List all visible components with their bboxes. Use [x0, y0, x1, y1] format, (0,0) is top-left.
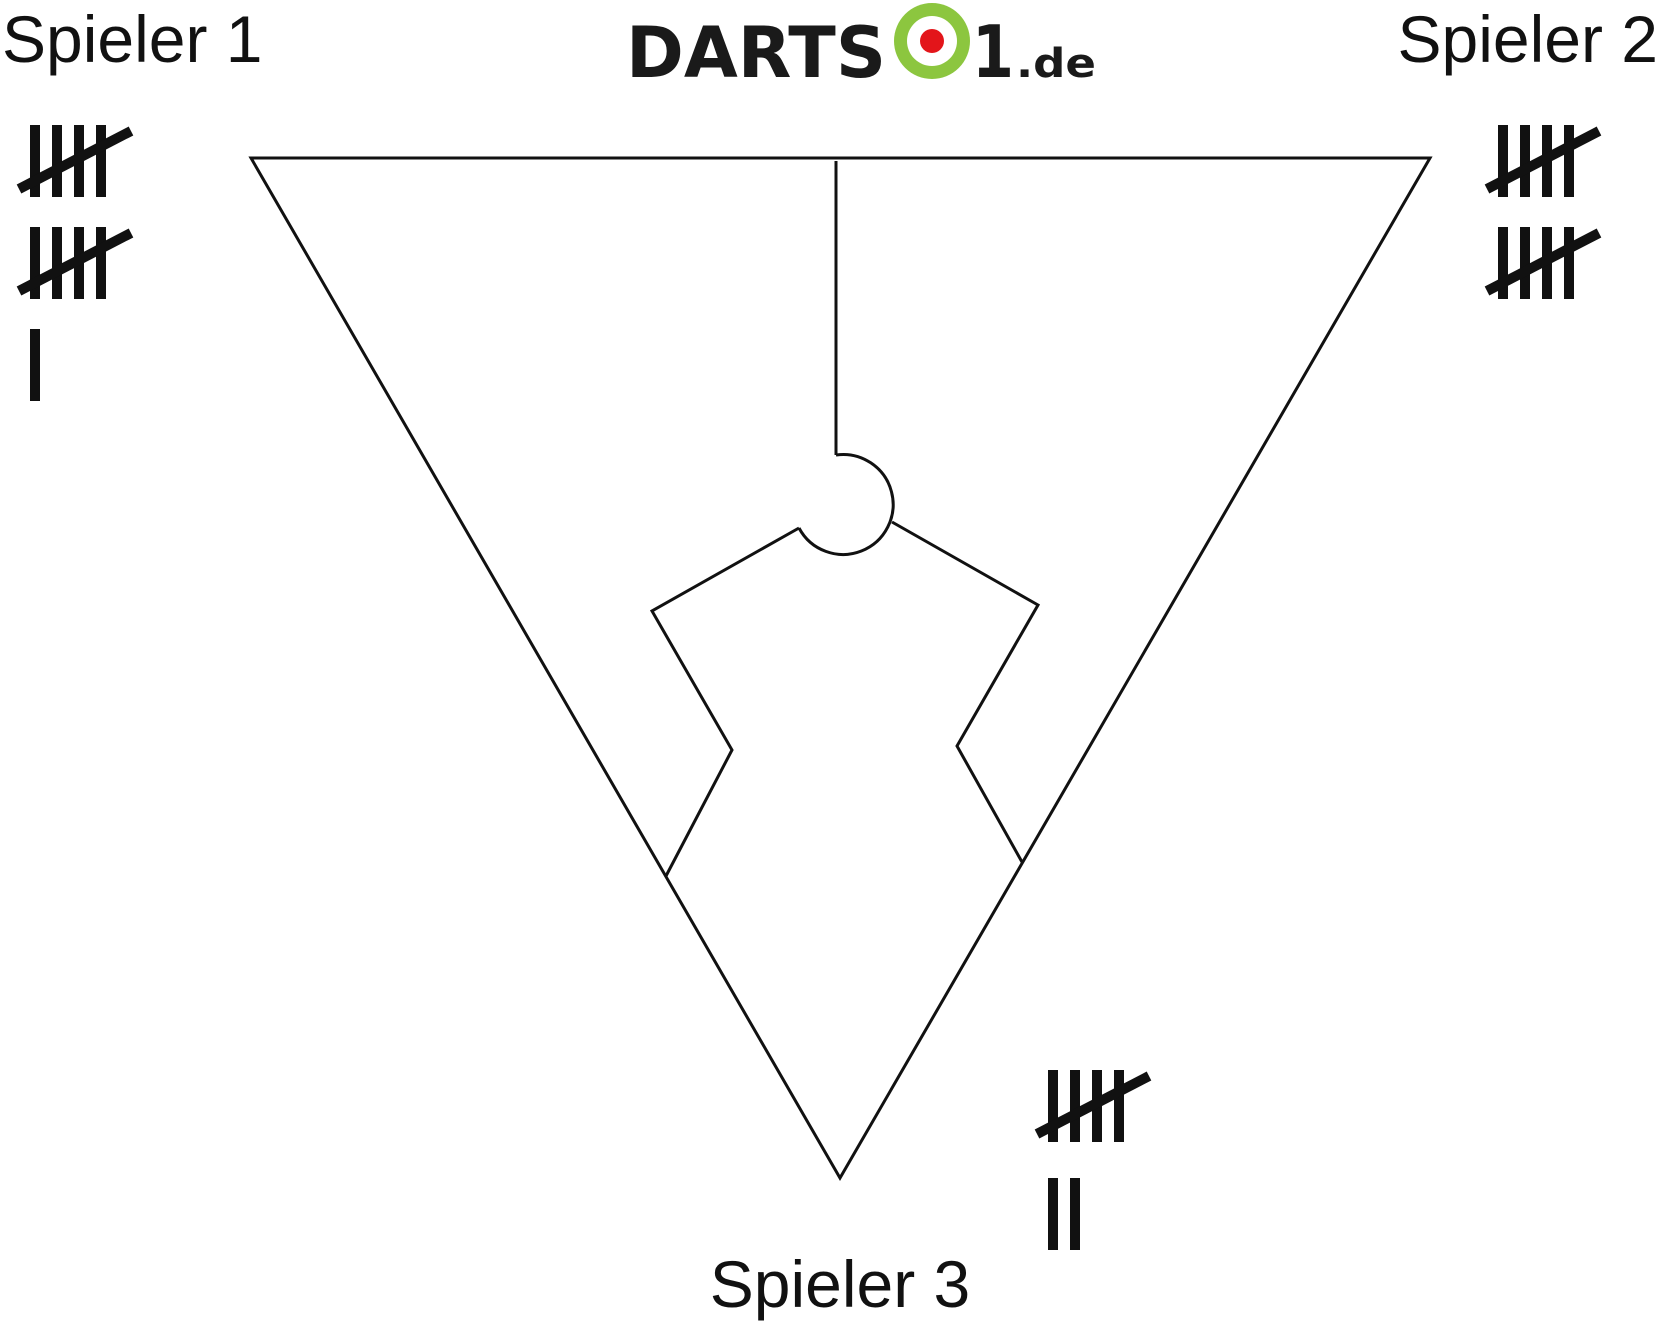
tally-player-3: [1034, 1070, 1152, 1250]
playing-field: [248, 156, 1433, 1181]
tally-cross-stroke: [1484, 126, 1602, 194]
tally-player-2: [1484, 125, 1602, 299]
logo-text: DARTS: [626, 12, 886, 94]
player-3-label: Spieler 3: [710, 1247, 971, 1321]
tally-cross-stroke: [16, 126, 134, 194]
logo-suffix: .de: [1016, 41, 1096, 87]
player-2-label: Spieler 2: [1398, 2, 1659, 76]
tally-player-1: [16, 125, 134, 401]
tally-cross-stroke: [1034, 1071, 1152, 1139]
divider-spieler-2-3: [891, 520, 1041, 863]
logo-digit: 1: [972, 10, 1014, 94]
divider-spieler-1-3: [649, 526, 800, 877]
dartboard-logo-icon: [894, 3, 970, 79]
tally-cross-stroke: [1484, 228, 1602, 296]
field-outline: [248, 156, 1433, 1181]
center-hub: [797, 453, 895, 556]
player-1-label: Spieler 1: [2, 2, 263, 76]
darts01-logo: DARTS 1 .de: [626, 3, 1096, 94]
tally-cross-stroke: [16, 228, 134, 296]
